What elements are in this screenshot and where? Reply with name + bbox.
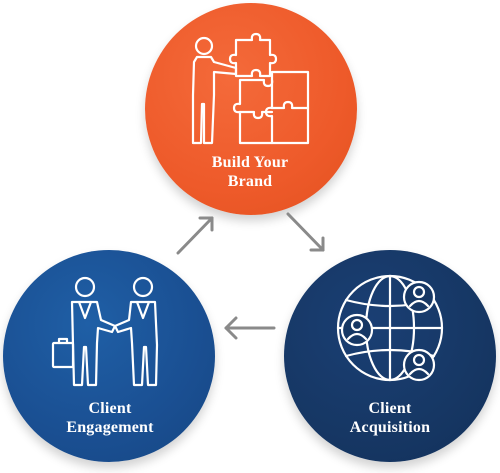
- acquisition-label-line1: Client: [368, 400, 412, 417]
- brand-label-line1: Build Your: [211, 154, 289, 171]
- puzzle-pieces-icon: [191, 32, 310, 145]
- brand-label: Build Your Brand: [185, 153, 315, 191]
- engagement-label-line1: Client: [88, 400, 132, 417]
- handshake-icon: [51, 276, 159, 387]
- arrow-brand-to-acquisition: [286, 212, 325, 252]
- brand-label-line2: Brand: [227, 173, 273, 190]
- acquisition-label-line2: Acquisition: [349, 419, 431, 436]
- engagement-circle: [3, 250, 215, 462]
- globe-users-icon: [336, 274, 444, 382]
- engagement-label: Client Engagement: [40, 399, 180, 437]
- arrow-acquisition-to-engagement: [224, 316, 276, 340]
- engagement-label-line2: Engagement: [66, 419, 154, 436]
- arrow-engagement-to-brand: [176, 216, 214, 255]
- acquisition-label: Client Acquisition: [320, 399, 460, 437]
